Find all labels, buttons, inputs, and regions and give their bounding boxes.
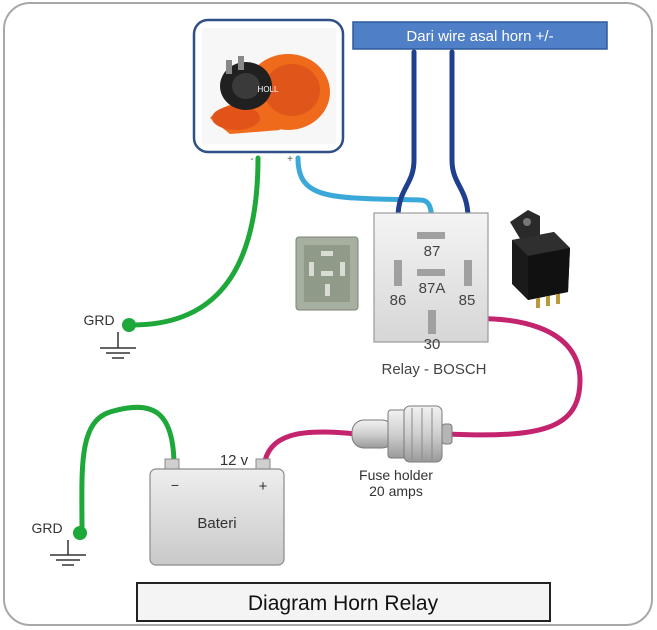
fuse-holder — [351, 405, 453, 463]
battery-terminal-positive: + — [259, 478, 268, 495]
fuse-label-line1: Fuse holder — [359, 467, 433, 483]
relay-pin-86 — [394, 260, 402, 286]
source-wire-banner — [352, 21, 608, 50]
horn-terminal-positive: + — [287, 154, 293, 165]
diagram-title-box — [136, 582, 551, 622]
fuse-label-line2: 20 amps — [369, 483, 423, 499]
relay-pin-87a-label: 87A — [419, 280, 446, 297]
horn-terminal-negative: - — [250, 154, 253, 165]
diagram-title: Diagram Horn Relay — [248, 592, 439, 615]
relay-pin-85 — [464, 260, 472, 286]
ground-top-label: GRD — [83, 312, 114, 328]
relay-pin-30 — [428, 310, 436, 334]
battery — [149, 458, 285, 566]
relay-caption: Relay - BOSCH — [381, 361, 486, 378]
horn-label: HOLL — [258, 85, 279, 94]
wire-magenta-30-fuse — [433, 316, 583, 438]
relay-pin-87a — [417, 269, 445, 276]
ground-top — [100, 318, 136, 359]
battery-terminal-negative: − — [171, 477, 179, 493]
relay-pin-86-label: 86 — [390, 292, 407, 309]
battery-label: Bateri — [197, 515, 236, 532]
relay-pin-87-label: 87 — [424, 243, 441, 260]
wire-green-battery-ground — [79, 404, 177, 533]
horn-image: HOLL — [202, 28, 336, 144]
wire-magenta-fuse-battery — [261, 429, 359, 469]
relay-pin-30-label: 30 — [424, 336, 441, 353]
relay-module-image — [510, 210, 570, 308]
wire-green-horn-ground — [129, 155, 261, 328]
relay-pin-85-label: 85 — [459, 292, 476, 309]
relay-socket-image — [295, 236, 359, 311]
ground-bottom-label: GRD — [31, 520, 62, 536]
relay-pin-87 — [417, 232, 445, 239]
battery-voltage: 12 v — [220, 452, 249, 469]
ground-bottom — [50, 526, 87, 566]
source-wire-banner-text: Dari wire asal horn +/- — [406, 28, 553, 45]
